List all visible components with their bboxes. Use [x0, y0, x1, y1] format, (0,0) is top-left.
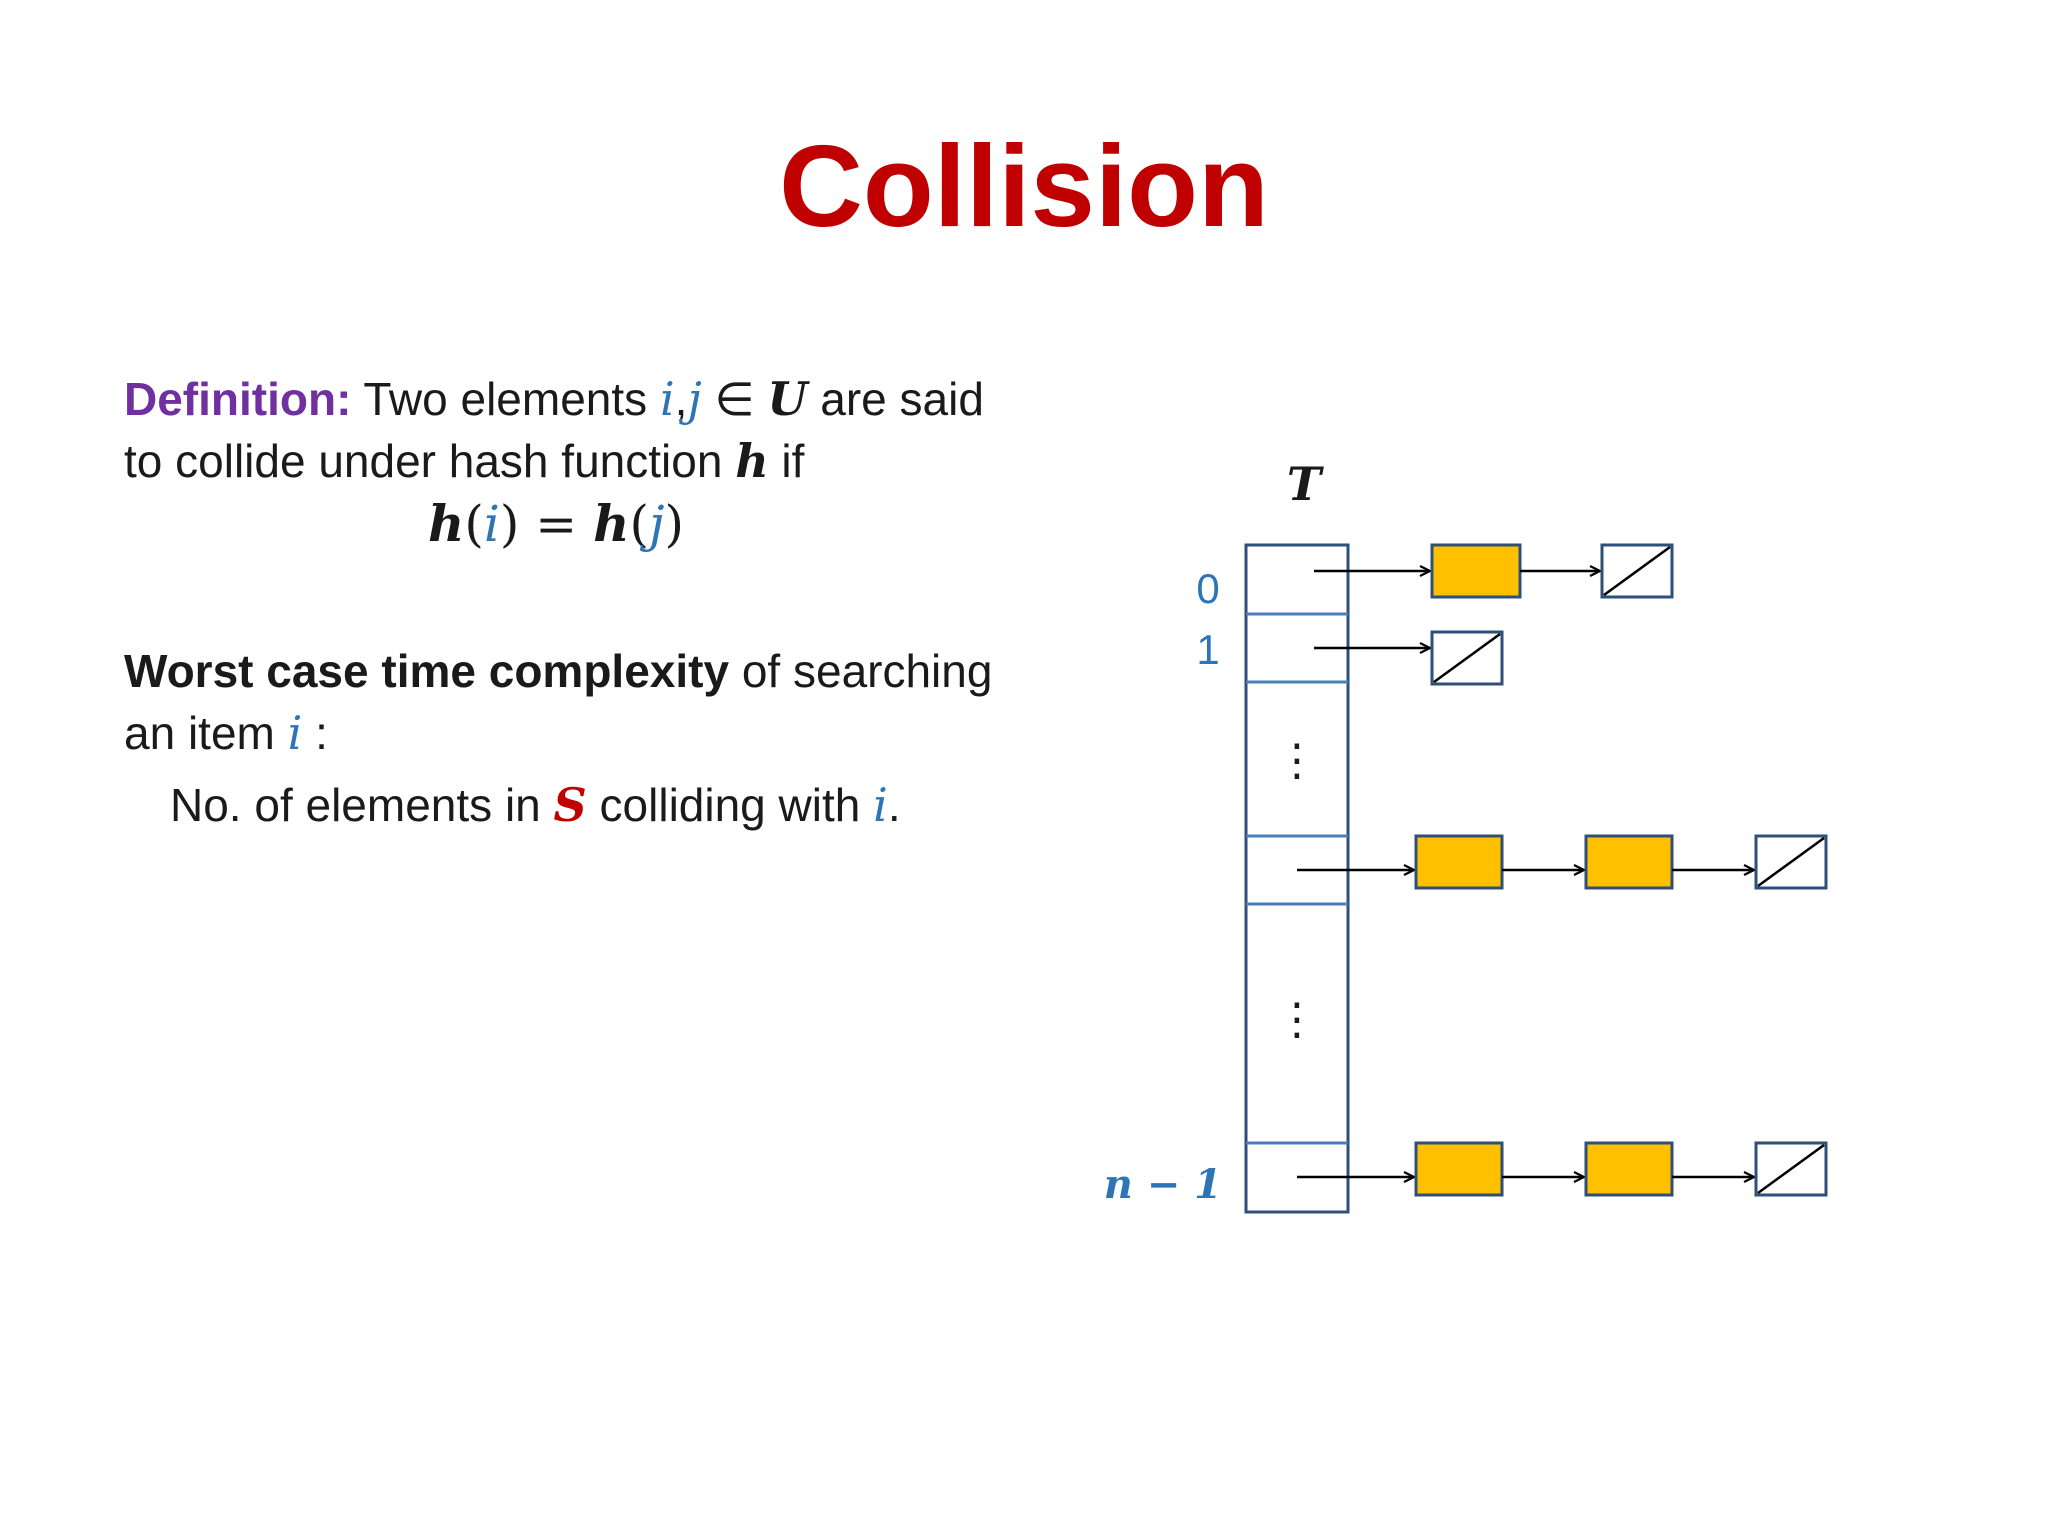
nil-slash [1603, 545, 1671, 597]
worst-case-text-a: of searching an item [124, 645, 993, 759]
list-node [1584, 834, 1674, 890]
colliding-text-a: No. of elements in [170, 779, 554, 831]
element-of-symbol: ∈ [701, 373, 768, 425]
definition-text-a: Two elements [351, 373, 660, 425]
colliding-text-c: . [887, 779, 901, 831]
equation-open-paren-1: ( [464, 495, 484, 553]
collision-equation: h(i) = h(j) [428, 494, 684, 553]
list-node [1430, 543, 1522, 599]
equation-open-paren-2: ( [629, 495, 649, 553]
worst-case-var-i: i [287, 706, 303, 760]
nil-slash [1757, 836, 1825, 888]
hash-function-h: h [735, 434, 769, 488]
equation-close-paren-1: ) [499, 495, 520, 553]
table-ellipsis-lower: ⋮ [1275, 994, 1319, 1045]
definition-label: Definition: [124, 373, 352, 425]
equation-lhs-i: i [483, 495, 500, 553]
equation-equals: = [519, 495, 594, 553]
set-s: S [553, 778, 587, 832]
colliding-elements-line: No. of elements in S colliding with i. [170, 778, 901, 832]
set-u: U [767, 372, 808, 426]
definition-text-b: are said to collide under hash function [124, 373, 984, 487]
comma: , [674, 373, 688, 425]
colliding-var-i: i [873, 778, 888, 832]
nil-slash [1433, 632, 1501, 684]
slide-title: Collision [779, 121, 1269, 251]
definition-paragraph: Definition: Two elements i,j ∈ U are sai… [124, 368, 1004, 492]
list-node [1414, 834, 1504, 890]
table-ellipsis-upper: ⋮ [1275, 735, 1319, 786]
index-label-0: 0 [1196, 565, 1219, 612]
list-node [1414, 1141, 1504, 1197]
equation-lhs-h: h [428, 494, 465, 553]
worst-case-text-b: : [302, 707, 328, 759]
hash-table [1244, 543, 1350, 1214]
table-label-t: T [1287, 457, 1325, 511]
equation-close-paren-2: ) [664, 495, 684, 553]
nil-slash [1757, 1143, 1825, 1195]
index-label-1: 1 [1196, 626, 1219, 673]
var-j: j [687, 372, 702, 426]
var-i: i [659, 372, 675, 426]
index-label-n-minus-1: n − 1 [1104, 1161, 1222, 1208]
list-node [1584, 1141, 1674, 1197]
equation-rhs-h: h [593, 494, 630, 553]
worst-case-bold: Worst case time complexity [124, 645, 730, 697]
definition-text-c: if [768, 435, 805, 487]
equation-rhs-j: j [648, 495, 665, 553]
worst-case-paragraph: Worst case time complexity of searching … [124, 640, 1004, 764]
colliding-text-b: colliding with [586, 779, 874, 831]
